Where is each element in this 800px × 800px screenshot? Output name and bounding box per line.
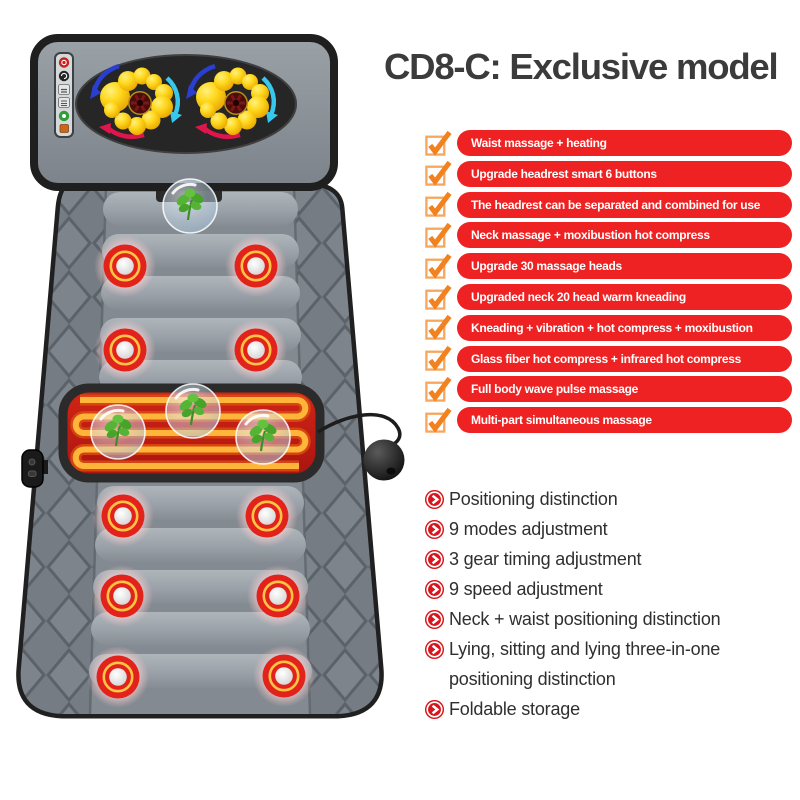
massage-point (223, 233, 289, 299)
red-circle-arrow-icon (424, 574, 449, 604)
orange-check-icon (424, 221, 452, 248)
herb-bubble (166, 384, 220, 438)
feature-item: Upgraded neck 20 head warm kneading (424, 284, 792, 310)
feature-pill-label: Full body wave pulse massage (457, 376, 792, 403)
feature-item: Kneading + vibration + hot compress + mo… (424, 313, 792, 341)
massage-point (89, 563, 155, 629)
feature-pill-label: Neck massage + moxibustion hot compress (457, 222, 792, 249)
feature-item: Waist massage + heating (424, 129, 792, 157)
highlight-text: Foldable storage (449, 699, 580, 719)
power-button (58, 57, 70, 68)
orange-check-icon (424, 375, 452, 402)
red-circle-arrow-icon (424, 604, 449, 634)
highlight-item: Foldable storage (424, 694, 796, 724)
mode-button (58, 70, 70, 82)
massage-point (234, 483, 300, 549)
feature-pill-label: Waist massage + heating (457, 130, 792, 157)
highlight-item: Lying, sitting and lying three-in-one po… (424, 634, 796, 694)
massage-point (251, 643, 317, 709)
highlight-text: Neck + waist positioning distinction (449, 609, 721, 629)
info-panel: CD8-C: Exclusive model Waist massage + h… (384, 0, 798, 800)
feature-item: Upgrade headrest smart 6 buttons (424, 159, 792, 187)
highlight-text: Lying, sitting and lying three-in-one po… (449, 639, 721, 689)
red-circle-arrow-icon (424, 514, 449, 544)
orange-check-icon (424, 313, 452, 341)
feature-item: Upgrade 30 massage heads (424, 252, 792, 280)
highlight-text: 9 modes adjustment (449, 519, 608, 539)
orange-check-icon (424, 406, 452, 433)
highlight-item: 3 gear timing adjustment (424, 544, 796, 574)
red-circle-arrow-icon (424, 634, 449, 664)
herb-bubble (91, 405, 145, 459)
feature-pill-label: Upgrade headrest smart 6 buttons (457, 160, 792, 187)
remote-control (317, 412, 405, 481)
highlight-text: 3 gear timing adjustment (449, 549, 642, 569)
massage-point (85, 644, 151, 710)
red-circle-arrow-icon (424, 484, 449, 514)
feature-pill-label: The headrest can be separated and combin… (457, 191, 792, 218)
massage-point (245, 563, 311, 629)
page-title: CD8-C: Exclusive model (384, 46, 779, 87)
timer-button (59, 124, 69, 133)
orange-check-icon (424, 344, 452, 371)
feature-item: Neck massage + moxibustion hot compress (424, 221, 792, 249)
headrest (30, 34, 338, 202)
highlight-item: 9 speed adjustment (424, 574, 796, 604)
orange-check-icon (424, 252, 452, 279)
feature-item: The headrest can be separated and combin… (424, 190, 792, 218)
massage-point (92, 317, 158, 383)
remote-wire (317, 412, 402, 448)
feature-list: Waist massage + heating Upgrade headrest… (424, 130, 792, 438)
feature-item: Glass fiber hot compress + infrared hot … (424, 344, 792, 372)
feature-item: Multi-part simultaneous massage (424, 406, 792, 434)
massage-point (90, 483, 156, 549)
quilted-panel-right (294, 186, 380, 714)
orange-check-icon (424, 190, 452, 217)
feature-item: Full body wave pulse massage (424, 375, 792, 403)
orange-check-icon (424, 129, 452, 156)
power-connector (21, 449, 48, 488)
feature-pill-label: Glass fiber hot compress + infrared hot … (457, 345, 792, 372)
massage-point (223, 317, 289, 383)
feature-pill-label: Upgraded neck 20 head warm kneading (457, 284, 792, 310)
highlight-item: Positioning distinction (424, 484, 796, 514)
herb-bubble-neck (163, 179, 217, 233)
feature-pill-label: Upgrade 30 massage heads (457, 253, 792, 280)
orange-check-icon (424, 283, 452, 310)
feature-pill-label: Kneading + vibration + hot compress + mo… (457, 314, 792, 341)
red-circle-arrow-icon (424, 544, 449, 574)
highlight-item: Neck + waist positioning distinction (424, 604, 796, 634)
red-circle-arrow-icon (424, 694, 449, 724)
highlight-text: Positioning distinction (449, 489, 618, 509)
waist-heating-band (58, 384, 325, 483)
highlight-item: 9 modes adjustment (424, 514, 796, 544)
headrest-control-panel (54, 52, 74, 138)
herb-bubble (236, 410, 290, 464)
massage-mat-illustration (16, 34, 405, 719)
highlight-text: 9 speed adjustment (449, 579, 603, 599)
highlight-list: Positioning distinction 9 modes adjustme… (424, 484, 796, 724)
feature-pill-label: Multi-part simultaneous massage (457, 407, 792, 434)
orange-check-icon (424, 159, 452, 187)
massage-point (92, 233, 158, 299)
